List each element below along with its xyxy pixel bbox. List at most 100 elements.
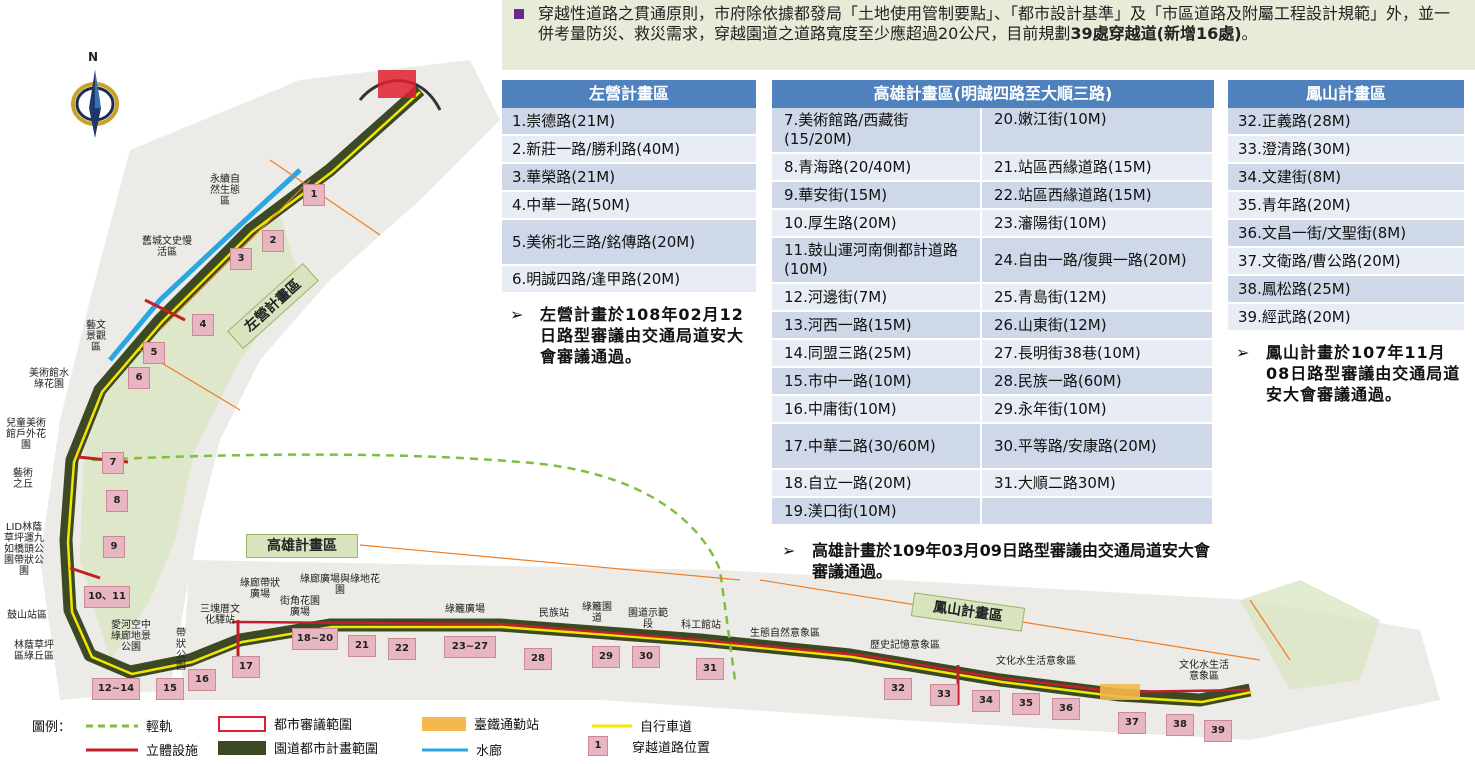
bike-swatch-icon xyxy=(592,724,632,727)
map-label: 兒童美術館戶外花園 xyxy=(6,418,46,451)
crossing-marker[interactable]: 39 xyxy=(1204,720,1232,742)
arrow-bullet-icon: ➢ xyxy=(510,305,525,324)
crossing-marker[interactable]: 35 xyxy=(1012,693,1040,715)
crossing-marker[interactable]: 9 xyxy=(103,536,125,558)
kaohsiung-cell: 16.中庸街(10M) xyxy=(772,396,982,424)
zone-label-kaohsiung: 高雄計畫區 xyxy=(246,534,358,558)
crossing-marker[interactable]: 8 xyxy=(106,490,128,512)
legend-light-rail: 輕軌 xyxy=(86,716,172,735)
crossing-marker[interactable]: 36 xyxy=(1052,698,1080,720)
fengshan-row: 35.青年路(20M) xyxy=(1228,192,1464,220)
bullet-icon xyxy=(514,9,524,19)
crossing-marker[interactable]: 10、11 xyxy=(84,586,130,608)
legend-structure-label: 立體設施 xyxy=(146,744,199,759)
crossing-marker[interactable]: 2 xyxy=(262,230,284,252)
legend-station: 臺鐵通勤站 xyxy=(422,714,539,733)
bike-path xyxy=(66,91,1253,704)
legend-bike: 自行車道 xyxy=(592,716,692,735)
crossing-marker[interactable]: 5 xyxy=(143,342,165,364)
fengshan-note: ➢ 鳳山計畫於107年11月08日路型審議由交通局道安大會審議通過。 xyxy=(1236,342,1468,405)
crossing-marker[interactable]: 17 xyxy=(232,656,260,678)
kaohsiung-note-text: 高雄計畫於109年03月09日路型審議由交通局道安大會審議通過。 xyxy=(812,541,1210,581)
crossing-marker[interactable]: 16 xyxy=(188,669,216,691)
kaohsiung-cell xyxy=(982,498,1214,526)
map-label: 鼓山站區 xyxy=(7,610,47,621)
crossing-marker[interactable]: 6 xyxy=(128,367,150,389)
map-label: 綠廊廣場與綠地花園 xyxy=(300,574,380,596)
legend-structure: 立體設施 xyxy=(86,740,198,759)
kaohsiung-cell: 26.山東街(12M) xyxy=(982,312,1214,340)
arrow-bullet-icon: ➢ xyxy=(782,541,797,560)
compass-letter: N xyxy=(88,50,99,64)
map-label: 藝術之丘 xyxy=(13,468,33,490)
crossing-marker[interactable]: 1 xyxy=(303,184,325,206)
kaohsiung-cell: 10.厚生路(20M) xyxy=(772,210,982,238)
zuoying-panel: 左營計畫區 1.崇德路(21M) 2.新莊一路/勝利路(40M) 3.華榮路(2… xyxy=(502,80,756,294)
kaohsiung-cell: 22.站區西緣道路(15M) xyxy=(982,182,1214,210)
crossing-marker[interactable]: 3 xyxy=(230,248,252,270)
park-corridor xyxy=(59,85,1252,707)
intro-text: 穿越性道路之貫通原則，市府除依據都發局「土地使用管制要點」、「都市設計基準」及「… xyxy=(538,4,1451,43)
map-label: 民族站 xyxy=(539,608,569,619)
structure-swatch-icon xyxy=(86,748,138,751)
fengshan-row: 38.鳳松路(25M) xyxy=(1228,276,1464,304)
legend-title: 圖例： xyxy=(32,720,72,735)
light-rail-swatch-icon xyxy=(86,724,138,727)
crossing-marker[interactable]: 34 xyxy=(972,690,1000,712)
crossing-marker[interactable]: 15 xyxy=(156,678,184,700)
kaohsiung-cell: 20.嫩江街(10M) xyxy=(982,108,1214,154)
kaohsiung-cell: 17.中華二路(30/60M) xyxy=(772,424,982,470)
crossing-marker[interactable]: 37 xyxy=(1118,712,1146,734)
map-label: 帶狀公園 xyxy=(176,628,186,672)
fengshan-row: 39.經武路(20M) xyxy=(1228,304,1464,332)
crossing-marker[interactable]: 38 xyxy=(1166,714,1194,736)
kaohsiung-cell: 30.平等路/安康路(20M) xyxy=(982,424,1214,470)
zuoying-note: ➢ 左營計畫於108年02月12日路型審議由交通局道安大會審議通過。 xyxy=(510,304,750,367)
kaohsiung-cell: 18.自立一路(20M) xyxy=(772,470,982,498)
kaohsiung-cell: 23.瀋陽街(10M) xyxy=(982,210,1214,238)
map-label: 舊城文史慢活區 xyxy=(142,236,192,258)
map-label: 愛河空中綠廊地景公園 xyxy=(111,620,151,653)
fengshan-row: 36.文昌一街/文聖街(8M) xyxy=(1228,220,1464,248)
crossing-marker[interactable]: 7 xyxy=(102,452,124,474)
crossing-marker[interactable]: 12~14 xyxy=(92,678,140,700)
kaohsiung-cell: 25.青島街(12M) xyxy=(982,284,1214,312)
crossing-marker[interactable]: 32 xyxy=(884,678,912,700)
map-label: 綠廊帶狀廣場 xyxy=(240,578,280,600)
crossing-marker[interactable]: 28 xyxy=(524,648,552,670)
map-label: 美術館水綠花園 xyxy=(29,368,69,390)
zuoying-title: 左營計畫區 xyxy=(502,80,756,108)
crossing-marker[interactable]: 29 xyxy=(592,646,620,668)
crossing-marker[interactable]: 18~20 xyxy=(292,628,338,650)
park-plan-swatch-icon xyxy=(218,740,266,755)
map-label: 綠籬廣場 xyxy=(445,604,485,615)
crossing-marker[interactable]: 30 xyxy=(632,646,660,668)
zuoying-row: 3.華榮路(21M) xyxy=(502,164,756,192)
crossing-marker[interactable]: 23~27 xyxy=(444,636,496,658)
legend-park-plan-label: 園道都市計畫範圍 xyxy=(274,742,379,757)
map-label: 三塊厝文化驛站 xyxy=(200,604,240,626)
crossing-marker[interactable]: 33 xyxy=(930,684,958,706)
light-rail-line xyxy=(91,453,737,681)
map-legend: 圖例： 輕軌 立體設施 都市審議範圍 園道都市計畫範圍 臺鐵通勤站 水廊 自行車… xyxy=(0,708,760,764)
fengshan-title: 鳳山計畫區 xyxy=(1228,80,1464,108)
map-label: 文化水生活意象區 xyxy=(1179,660,1229,682)
kaohsiung-note: ➢ 高雄計畫於109年03月09日路型審議由交通局道安大會審議通過。 xyxy=(782,540,1212,582)
intro-note: 穿越性道路之貫通原則，市府除依據都發局「土地使用管制要點」、「都市設計基準」及「… xyxy=(502,0,1475,70)
compass-north-icon xyxy=(71,70,119,138)
map-label: 街角花園廣場 xyxy=(280,596,320,618)
legend-review-area-label: 都市審議範圍 xyxy=(274,718,353,733)
map-label: 文化水生活意象區 xyxy=(996,656,1076,667)
kaohsiung-grid: 7.美術館路/西藏街(15/20M) 20.嫩江街(10M) 8.青海路(20/… xyxy=(772,108,1214,526)
kaohsiung-cell: 24.自由一路/復興一路(20M) xyxy=(982,238,1214,284)
kaohsiung-cell: 29.永年街(10M) xyxy=(982,396,1214,424)
map-label: 綠籬園道 xyxy=(582,602,612,624)
water-swatch-icon xyxy=(422,748,468,751)
compass: N xyxy=(70,50,120,140)
crossing-marker[interactable]: 22 xyxy=(388,638,416,660)
crossing-marker[interactable]: 31 xyxy=(696,658,724,680)
fengshan-panel: 鳳山計畫區 32.正義路(28M) 33.澄清路(30M) 34.文建街(8M)… xyxy=(1228,80,1464,332)
crossing-marker[interactable]: 21 xyxy=(348,635,376,657)
crossing-marker[interactable]: 4 xyxy=(192,314,214,336)
legend-park-plan: 園道都市計畫範圍 xyxy=(218,738,378,757)
